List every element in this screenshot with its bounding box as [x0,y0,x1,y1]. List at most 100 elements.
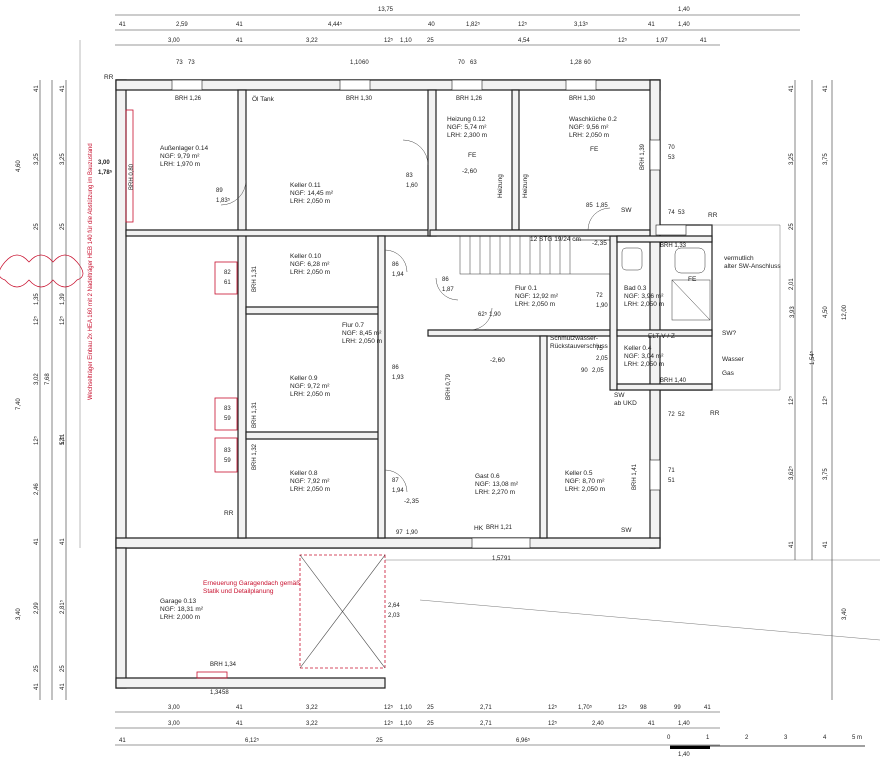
door-dim: 1,83⁵ [216,198,231,204]
door-dim: 70 [458,60,465,66]
room-name: Keller 0.8 [290,470,318,477]
sw-anschluss-label: vermutlich alter SW-Anschluss [724,255,781,271]
garage-door-dim: 2,64 [388,603,400,609]
room-heizung: Heizung 0.12 NGF: 5,74 m² LRH: 2,300 m [447,116,487,140]
rr-label: RR [104,74,114,81]
dim-top2: 3,13⁵ [574,22,589,28]
hk-label: HK [474,525,484,532]
door-dim: 2,05 [596,356,608,362]
dim-right-a: 3,25 [789,153,795,165]
oel-tank-label: Öl Tank [252,96,274,103]
dim-right-b: 3,75 [823,468,829,480]
window-dim: 58 [222,690,229,696]
dim-top2: 41 [648,22,655,28]
window-dim: 70 [668,145,675,151]
dim-left-inner: 3,25 [60,153,66,165]
brh-label: BRH 1,40 [660,378,687,384]
window-dim: 53 [668,155,675,161]
room-keller09: Keller 0.9 NGF: 9,72 m² LRH: 2,050 m [290,375,330,399]
window-dim: 1,57 [492,556,504,562]
garage-note-line1: Erneuerung Garagendach gemäß [203,580,301,587]
door-dim: 86 [392,262,399,268]
door-dim: 85 [586,203,593,209]
room-ngf: NGF: 7,92 m² [290,478,330,485]
dim-right-b: 12⁵ [823,395,829,405]
dim-top-right: 1,40 [678,7,690,13]
room-name: Keller 0.10 [290,253,322,260]
opening-dim: 3,00 [98,160,110,166]
dim-left-mid: 12⁵ [34,435,40,445]
new-elements [0,109,386,679]
room-gast06: Gast 0.6 NGF: 13,08 m² LRH: 2,270 m [475,473,518,497]
door-dim: 75 [596,346,603,352]
dim-bot2: 41 [648,721,655,727]
window-dim: 74 [668,210,675,216]
window-dim: 61 [224,280,231,286]
dim-left-mid: 41 [34,683,40,690]
window-dim: 1,34 [210,690,222,696]
garage-door-dim: 2,03 [388,613,400,619]
room-keller04: Keller 0.4 NGF: 3,04 m² LRH: 2,050 m [624,345,664,369]
brh-label: BRH 1,39 [640,143,646,170]
door-dim: 72 [596,293,603,299]
room-lrh: LRH: 2,050 m [342,338,383,345]
door-dim: 1,94 [392,488,404,494]
dim-right-a: 1,54⁵ [810,350,816,365]
dim-left-mid: 2,99 [34,602,40,614]
dim-left-mid: 2,46 [34,483,40,495]
brh-label: BRH 1,30 [346,96,373,102]
dim-left-inner: 41 [60,683,66,690]
room-lrh: LRH: 2,050 m [290,198,331,205]
door-dim: 1,87 [442,287,454,293]
dim-bot3: 6,12⁵ [245,738,260,744]
dim-bot1: 41 [236,705,243,711]
window-dim: 51 [668,478,675,484]
room-keller010: Keller 0.10 NGF: 6,28 m² LRH: 2,050 m [290,253,330,277]
room-name: Waschküche 0.2 [569,116,617,123]
room-ngf: NGF: 5,74 m² [447,124,487,131]
dim-right-a: 41 [789,85,795,92]
dim-top3: 12⁵ [618,38,628,44]
door-dim: 89 [216,188,223,194]
window-dim: 83 [224,448,231,454]
heizung-unit-label: Heizung [497,174,504,198]
garage-note-line2: Statik und Detailplanung [203,588,274,595]
elt-label: ELT-V / Z [648,333,675,340]
dim-bot2: 2,71 [480,721,492,727]
door-dim: 1,94 [392,272,404,278]
gas-label: Gas [722,370,734,377]
dim-right-b: 41 [823,541,829,548]
door-dim: 1,90 [489,312,501,318]
room-lrh: LRH: 2,050 m [624,301,665,308]
dim-bot2: 3,22 [306,721,318,727]
dim-bot1: 98 [640,705,647,711]
schmutz-line1: Schmutzwasser- [550,335,599,342]
dim-top3: 41 [700,38,707,44]
door-dim: 1,28 [570,60,582,66]
dim-bot2: 12⁵ [548,721,558,727]
room-ngf: NGF: 12,92 m² [515,293,558,300]
dim-left-mid: 3,25 [34,153,40,165]
dim-bot2: 1,10 [400,721,412,727]
dim-left-inner: 1,39 [60,293,66,305]
door-dim: 63 [470,60,477,66]
scale-tick: 4 [823,735,827,741]
dim-top3: 3,00 [168,38,180,44]
brh-label: BRH 1,30 [569,96,596,102]
room-ngf: NGF: 9,79 m² [160,153,200,160]
brh-label: BRH 1,31 [252,265,258,292]
fe-label: FE [688,276,697,283]
dim-bot1: 12⁵ [618,705,628,711]
dim-top2: 4,44⁵ [328,22,343,28]
walls [115,79,713,689]
dim-left-mid: 25 [34,223,40,230]
room-lrh: LRH: 2,050 m [569,132,610,139]
dim-right-a: 12⁵ [789,395,795,405]
room-ngf: NGF: 3,04 m² [624,353,664,360]
site-lines [79,40,881,641]
room-name: Keller 0.11 [290,182,321,189]
dim-top3: 3,22 [306,38,318,44]
dim-bot2: 25 [427,721,434,727]
door-dim: 60 [362,60,369,66]
room-name: Keller 0.5 [565,470,593,477]
